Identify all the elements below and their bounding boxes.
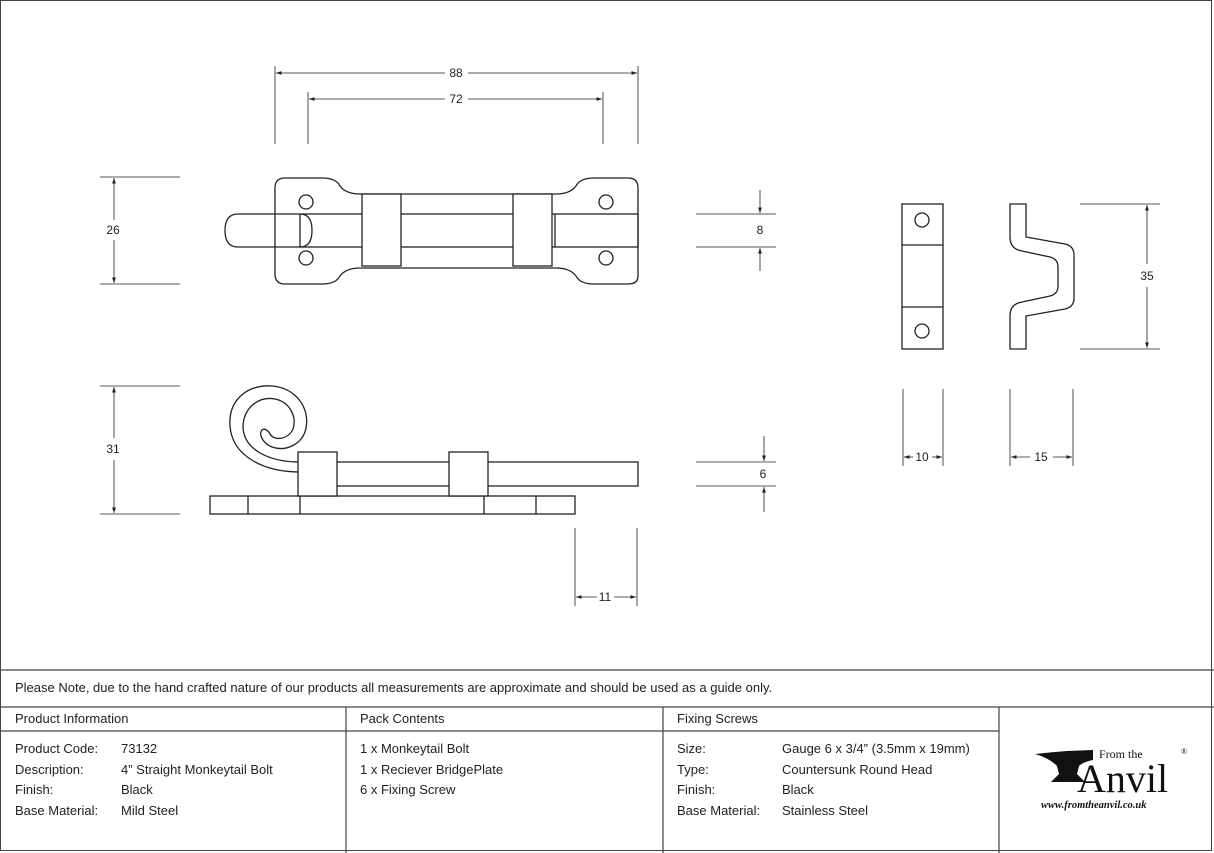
logo-brand: Anvil (1077, 756, 1168, 801)
dim-plate-thickness: 6 (760, 467, 767, 481)
row-label: Base Material: (15, 802, 99, 818)
pack-contents-list: 1 x Monkeytail Bolt 1 x Reciever BridgeP… (360, 739, 503, 801)
dim-hole-centres: 72 (449, 92, 463, 106)
row-label: Finish: (15, 782, 54, 797)
fixing-screws-heading: Fixing Screws (677, 711, 758, 726)
keep-screw-hole (914, 323, 930, 339)
product-info-heading: Product Information (15, 711, 129, 726)
screw-hole (598, 250, 614, 266)
screw-hole (598, 194, 614, 210)
info-table-grid (0, 669, 1214, 853)
screw-hole (298, 194, 314, 210)
fixing-screws-row: Type: Countersunk Round Head (677, 760, 970, 781)
fixing-screws-rows: Size: Gauge 6 x 3/4” (3.5mm x 19mm) Type:… (677, 739, 970, 821)
fixing-screws-row: Size: Gauge 6 x 3/4” (3.5mm x 19mm) (677, 739, 970, 760)
row-label: Base Material: (677, 802, 761, 818)
dim-overall-length: 88 (449, 66, 463, 80)
keep-side-view (1009, 203, 1075, 350)
row-value: 73132 (121, 741, 158, 756)
row-label: Product Code: (15, 741, 99, 756)
product-info-row: Description: 4” Straight Monkeytail Bolt (15, 760, 273, 781)
row-value: Countersunk Round Head (782, 761, 933, 777)
keep-front-view (901, 203, 944, 350)
row-label: Size: (677, 741, 706, 756)
dim-bolt-height: 26 (106, 223, 120, 237)
row-label: Description: (15, 761, 84, 777)
keep-dimensions (902, 203, 1160, 466)
dim-keep-height: 35 (1140, 269, 1154, 283)
backplate-outline (274, 177, 639, 285)
bolt-staple (512, 193, 553, 267)
row-value: Mild Steel (121, 802, 179, 818)
bolt-handle (224, 213, 313, 248)
bolt-staple (361, 193, 402, 267)
pack-item: 1 x Monkeytail Bolt (360, 741, 470, 756)
staple-side (448, 451, 489, 497)
pack-item: 1 x Reciever BridgePlate (360, 761, 504, 777)
row-value: 4” Straight Monkeytail Bolt (121, 761, 273, 777)
row-value: Black (121, 782, 153, 797)
dim-bolt-projection: 11 (599, 590, 612, 604)
bolt-shaft (299, 213, 639, 248)
product-info-rows: Product Code: 73132 Description: 4” Straig… (15, 739, 273, 821)
anvil-icon (1035, 750, 1093, 782)
bolt-top-view (224, 177, 639, 285)
staple-side (297, 451, 338, 497)
row-label: Type: (677, 761, 709, 777)
measurement-note: Please Note, due to the hand crafted nat… (15, 680, 773, 695)
pack-contents-heading: Pack Contents (360, 711, 445, 726)
logo-from-the: From the (1099, 747, 1143, 761)
backplate-side (209, 495, 576, 515)
logo-url: www.fromtheanvil.co.uk (1041, 800, 1147, 811)
dim-keep-depth: 15 (1034, 450, 1048, 464)
row-label: Finish: (677, 782, 716, 797)
monkeytail-scroll (229, 385, 308, 473)
keep-screw-hole (914, 212, 930, 228)
row-value: Black (782, 782, 814, 797)
fixing-screws-row: Base Material: Stainless Steel (677, 801, 970, 822)
product-info-row: Finish: Black (15, 780, 273, 801)
product-info-row: Base Material: Mild Steel (15, 801, 273, 822)
bolt-side-view (209, 385, 639, 515)
side-view-dimensions (100, 385, 776, 606)
logo-registered: ® (1181, 747, 1187, 756)
pack-item: 6 x Fixing Screw (360, 782, 456, 797)
dim-side-height: 31 (106, 442, 120, 456)
row-value: Gauge 6 x 3/4” (3.5mm x 19mm) (782, 741, 970, 756)
row-value: Stainless Steel (782, 802, 868, 818)
keep-profile (1009, 203, 1075, 350)
dim-keep-width: 10 (915, 450, 929, 464)
dim-bolt-diameter: 8 (757, 223, 764, 237)
product-info-row: Product Code: 73132 (15, 739, 273, 760)
keep-plate (901, 203, 944, 350)
fixing-screws-row: Finish: Black (677, 780, 970, 801)
top-view-dimensions (100, 66, 776, 285)
screw-hole (298, 250, 314, 266)
from-the-anvil-logo: From the ® Anvil www.fromtheanvil.co.uk (1035, 747, 1187, 811)
